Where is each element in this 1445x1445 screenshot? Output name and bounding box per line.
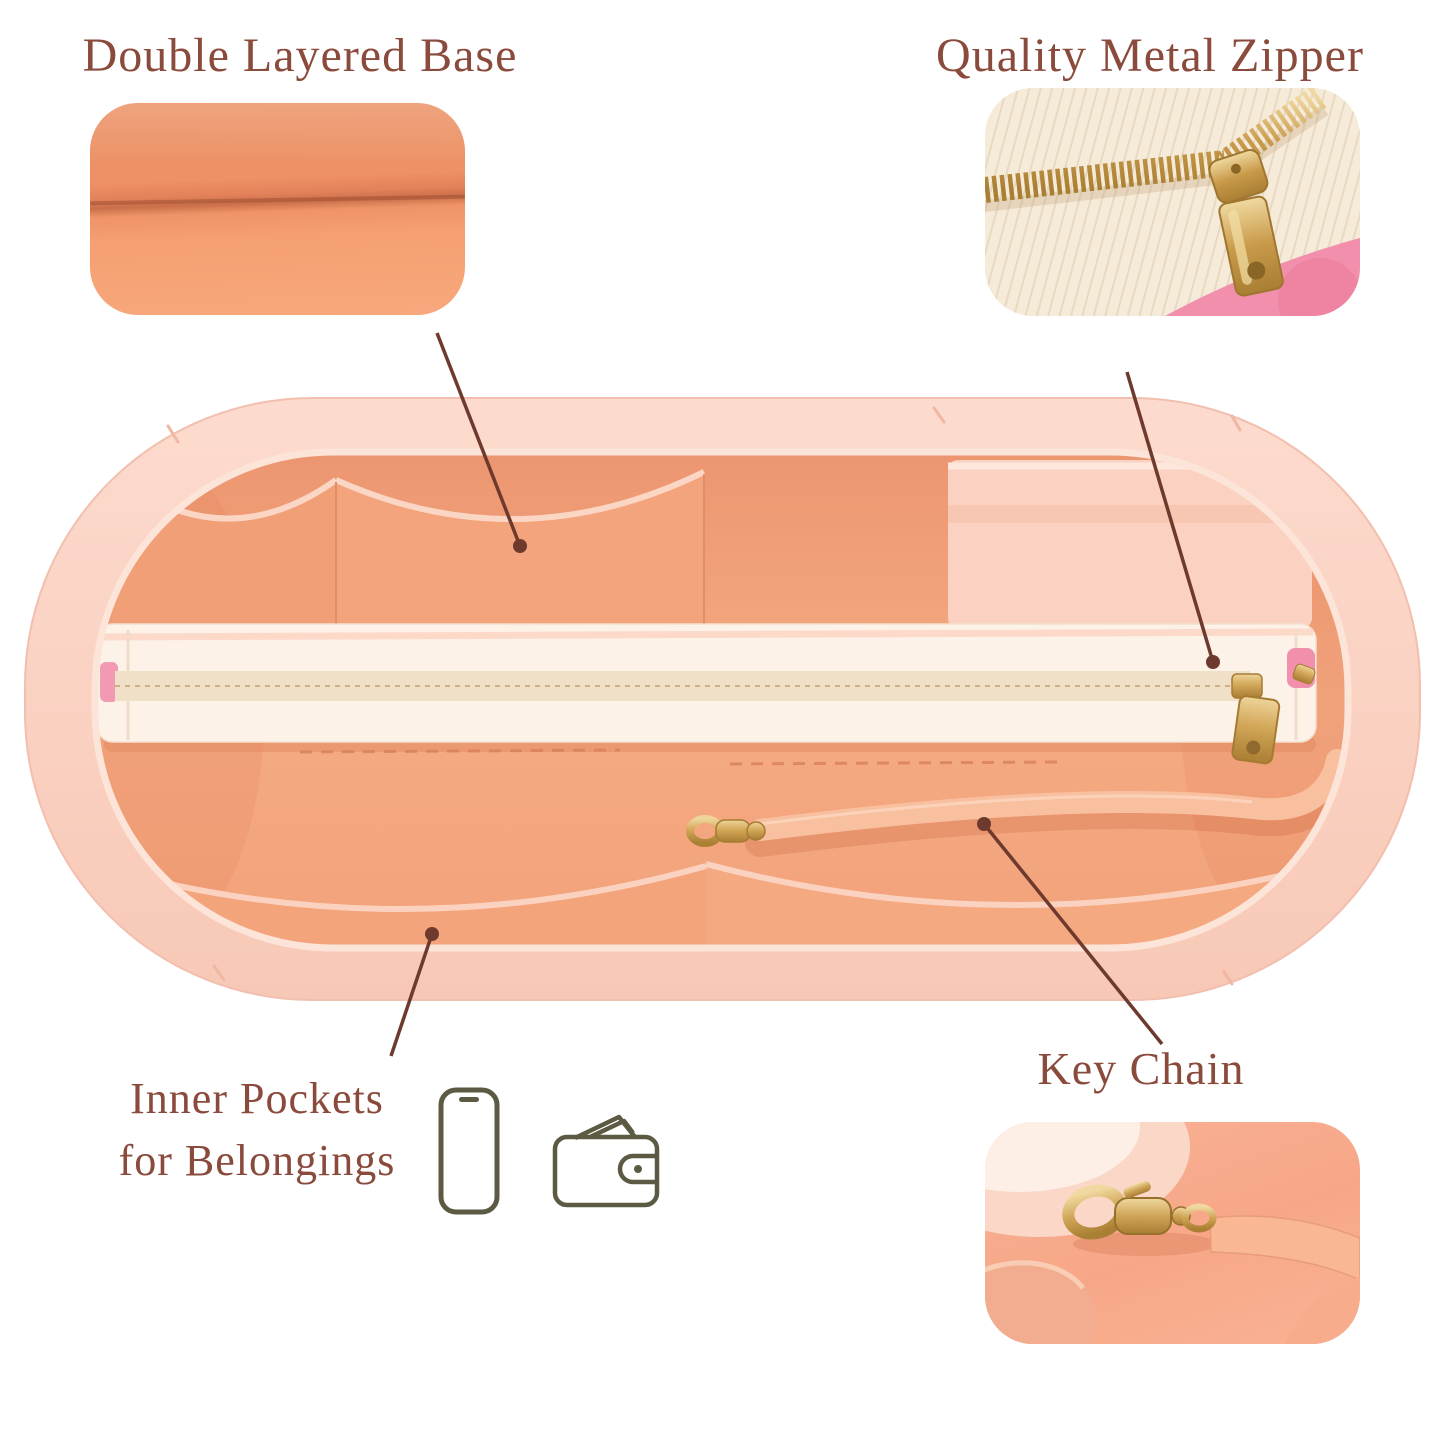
- crop-quality-metal-zipper: [985, 88, 1360, 316]
- front-pockets: [96, 857, 1345, 948]
- zipper-pendant: [1218, 195, 1284, 297]
- strap: [1209, 1215, 1360, 1281]
- zipper: [100, 648, 1316, 765]
- callout-label-quality-metal-zipper: Quality Metal Zipper: [936, 29, 1364, 82]
- pink-fuzz-shade: [1278, 258, 1360, 316]
- finger: [985, 1260, 1097, 1344]
- floor-stitching: [299, 748, 1061, 766]
- crop-key-chain: [985, 1122, 1360, 1344]
- callout-label-key-chain: Key Chain: [1037, 1043, 1245, 1094]
- base-highlight: [90, 103, 465, 167]
- zipper-pull: [1231, 695, 1281, 765]
- phone-icon: [438, 1087, 500, 1215]
- back-pockets: [110, 460, 1312, 628]
- inner-pockets-line2: for Belongings: [118, 1136, 396, 1186]
- key-chain-closeup: [985, 1122, 1360, 1344]
- base-seam-line: [90, 195, 465, 206]
- callout-dot-double-layered-base: [513, 539, 527, 553]
- finger-highlight: [985, 1260, 1085, 1290]
- clasp-shadow: [1073, 1232, 1217, 1256]
- leader-line-inner-pockets: [389, 933, 434, 1057]
- callout-label-double-layered-base: Double Layered Base: [82, 29, 518, 82]
- leader-lines: [389, 332, 1215, 1057]
- zipper-closeup: [985, 88, 1360, 316]
- inner-pockets-line1: Inner Pockets: [130, 1074, 384, 1123]
- callout-dot-inner-pockets: [425, 927, 439, 941]
- zipper-teeth: [985, 88, 1328, 203]
- leader-line-metal-zipper: [1125, 371, 1215, 663]
- leader-line-key-chain: [982, 822, 1164, 1046]
- callout-dot-key-chain: [977, 817, 991, 831]
- key-strap: [745, 749, 1348, 857]
- strap-fold: [1285, 1277, 1360, 1344]
- zipper-slider: [1208, 149, 1269, 204]
- callout-dots: [425, 539, 1220, 941]
- callout-label-inner-pockets: Inner Pockets for Belongings: [82, 1068, 432, 1193]
- leader-line-double-layered-base: [435, 332, 522, 547]
- background-highlight: [985, 1122, 1140, 1192]
- wallet-icon: [552, 1114, 660, 1208]
- bag-inner-rim: [91, 448, 1352, 952]
- key-chain-clasp: [686, 815, 766, 847]
- clasp-hook: [1062, 1180, 1217, 1240]
- callout-dot-metal-zipper: [1206, 655, 1220, 669]
- crop-double-layered-base: [90, 103, 465, 315]
